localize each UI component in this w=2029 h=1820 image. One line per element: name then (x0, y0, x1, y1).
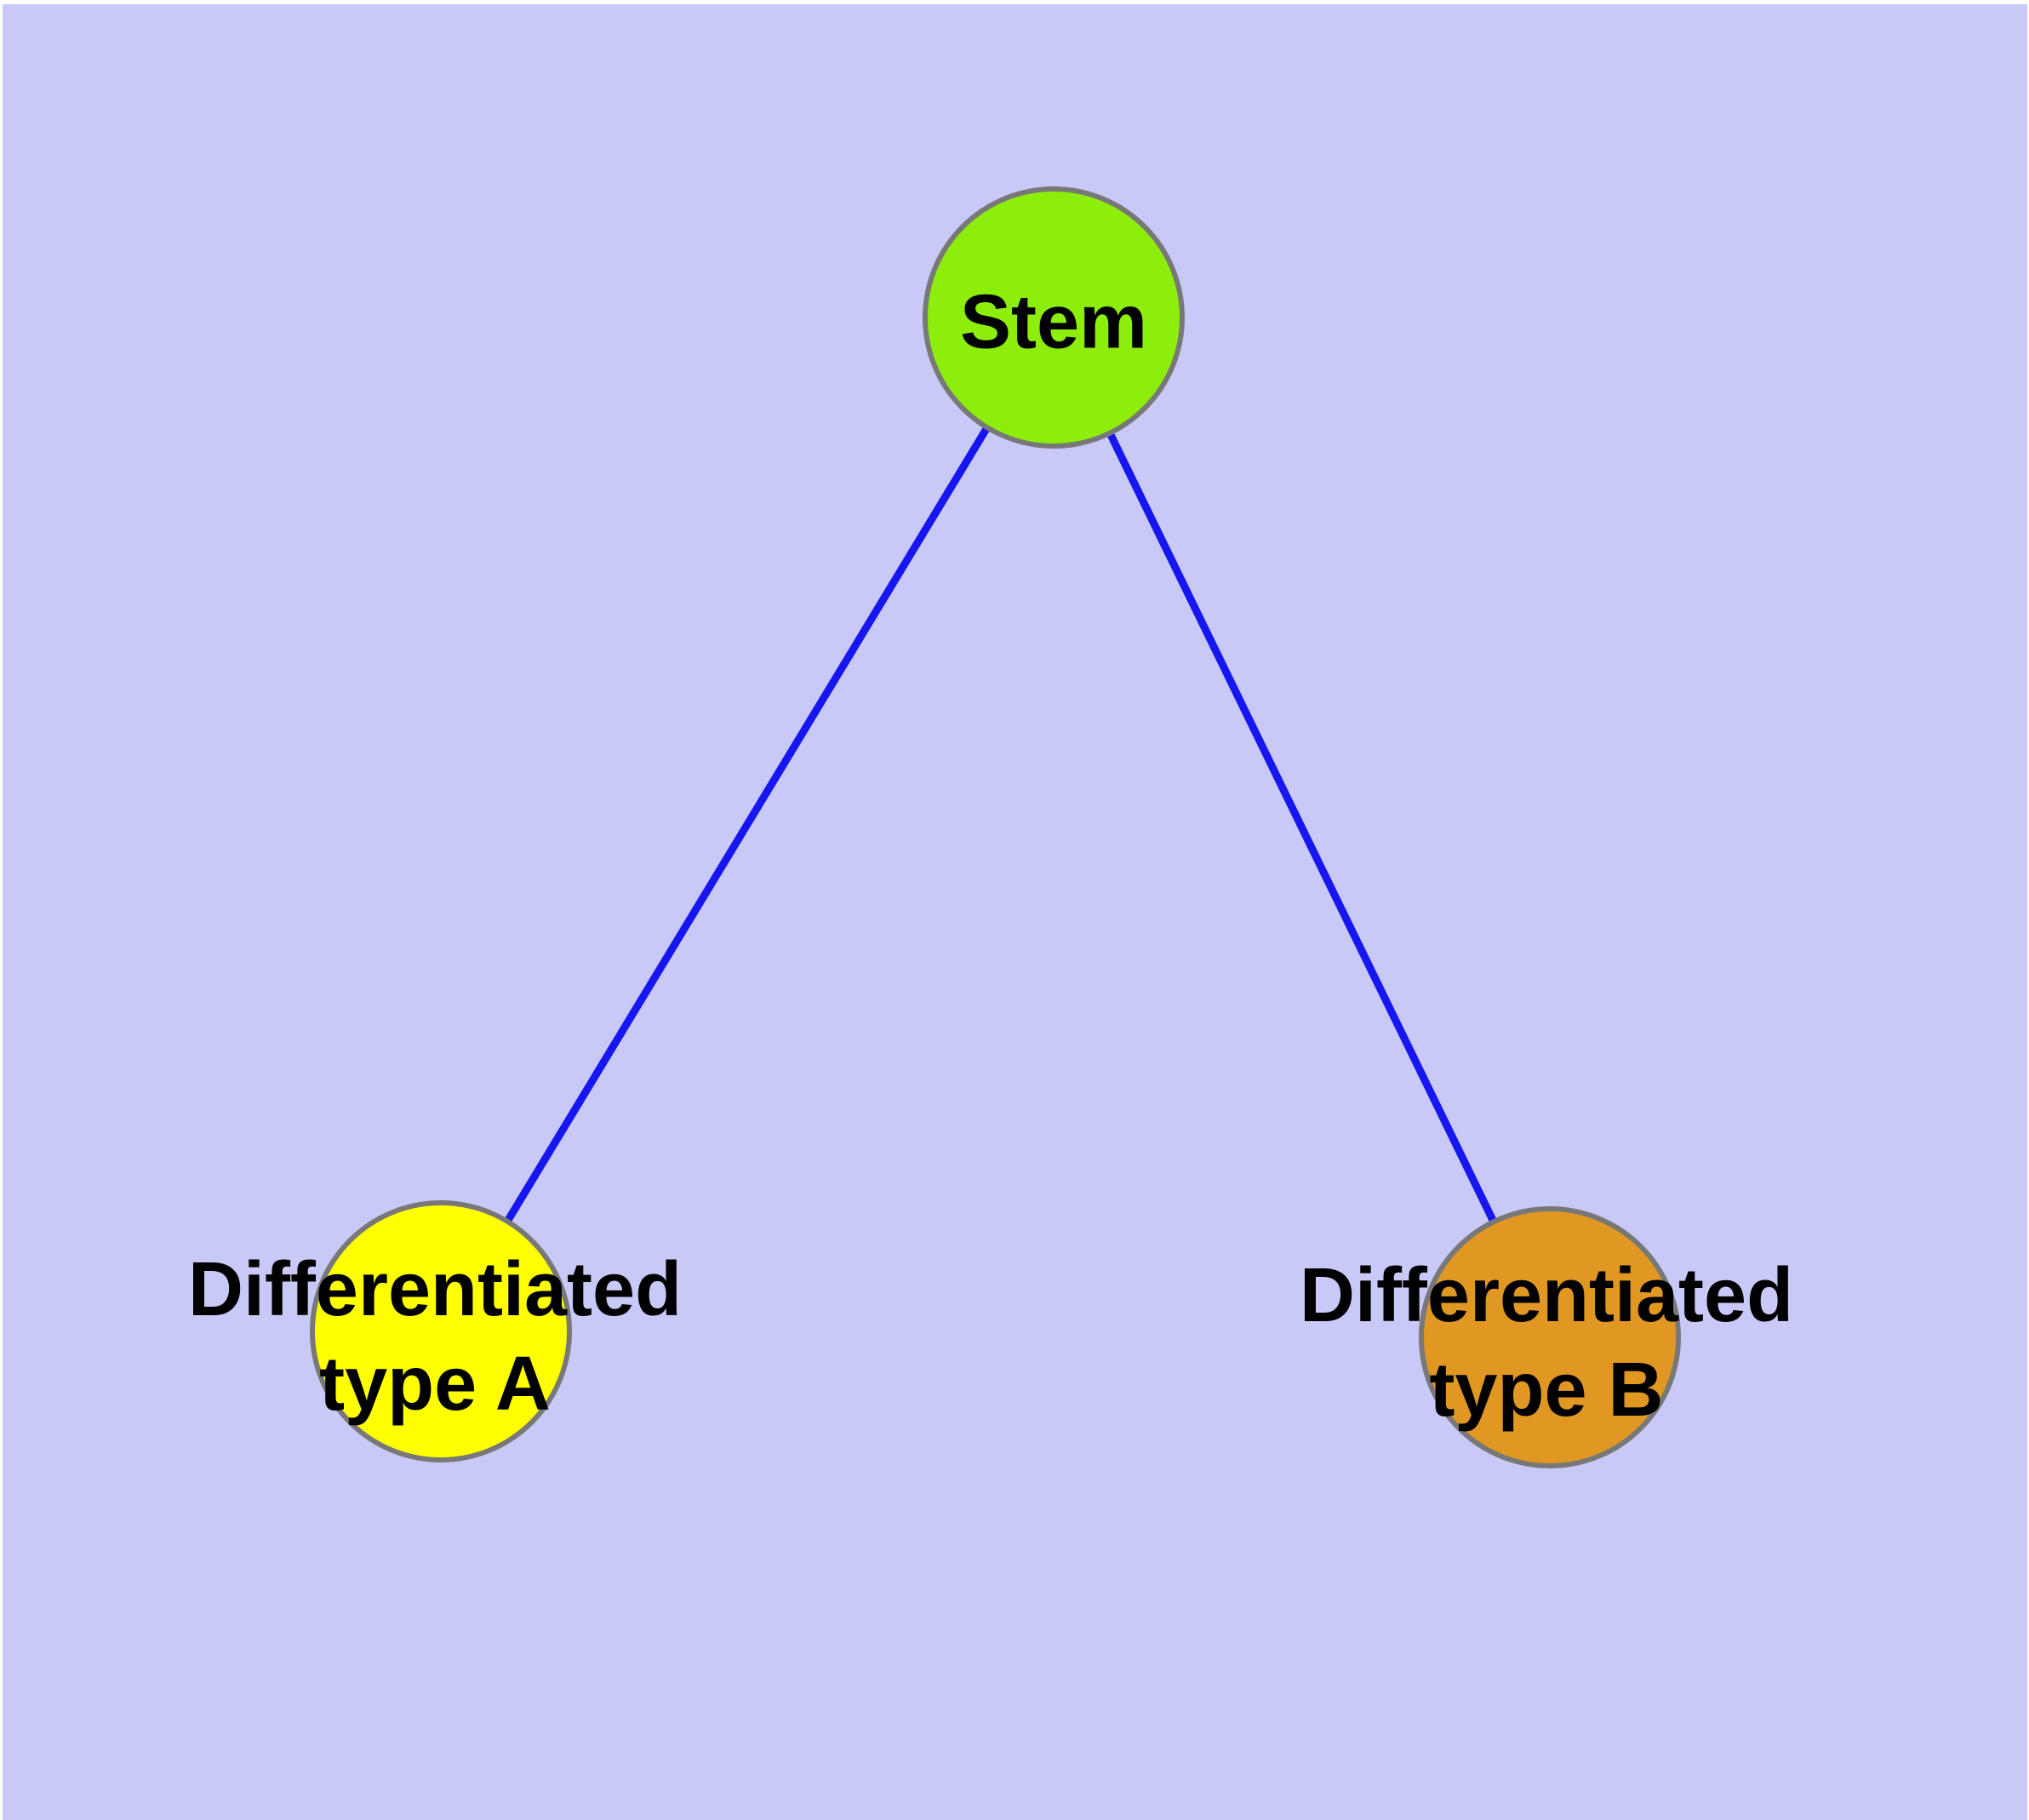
edge-stem-to-diff-a (437, 315, 1057, 1334)
node-stem-circle (923, 186, 1185, 449)
node-diff-a-circle (310, 1200, 572, 1462)
node-diff-b-circle (1419, 1206, 1681, 1468)
edge-stem-to-diff-b (1049, 316, 1554, 1339)
